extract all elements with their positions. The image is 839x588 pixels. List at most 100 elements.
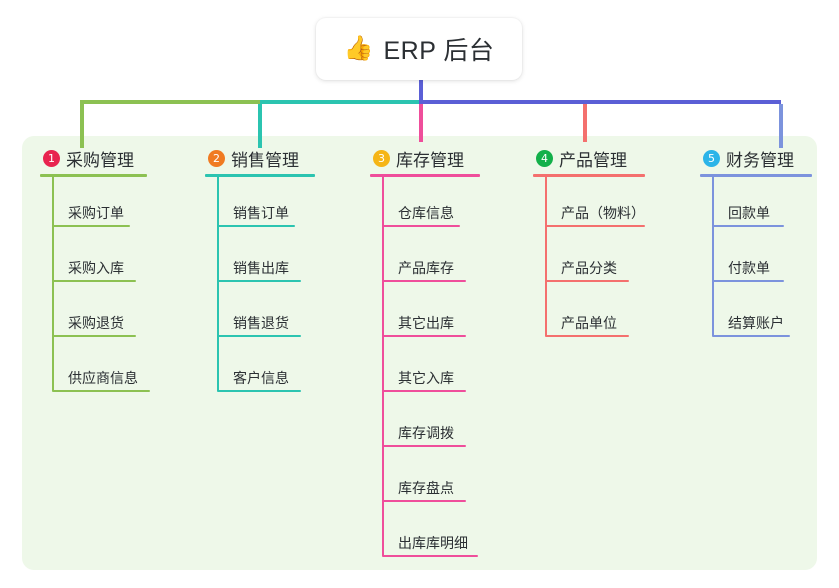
branch-item[interactable]: 库存调拨 [370, 397, 480, 452]
branch-title: 采购管理 [66, 150, 134, 170]
branch-item-label: 销售订单 [233, 205, 289, 221]
drop-connector-5 [779, 104, 783, 148]
branch-item[interactable]: 采购入库 [40, 232, 147, 287]
drop-connector-2 [258, 104, 262, 148]
branch-spine [712, 177, 714, 336]
branch-number-badge: 3 [373, 149, 390, 167]
branch-item[interactable]: 产品（物料） [533, 177, 645, 232]
branch-title: 库存管理 [396, 150, 464, 170]
branch-underline [700, 174, 812, 177]
branch-item-label: 库存盘点 [398, 480, 454, 496]
drop-connector-4 [583, 104, 587, 142]
root-node[interactable]: 👍 ERP 后台 [316, 18, 522, 80]
branch-item[interactable]: 出库库明细 [370, 507, 480, 562]
branch-column-1: 1 采购管理采购订单采购入库采购退货供应商信息 [40, 146, 150, 397]
branch-number-badge: 2 [208, 149, 225, 167]
root-stem-connector [419, 80, 423, 102]
bus-segment-3 [419, 100, 781, 104]
branch-item-underline [712, 280, 784, 282]
drop-connector-3 [419, 104, 423, 142]
branch-item-underline [382, 280, 466, 282]
branch-spine [52, 177, 54, 391]
branch-header-4[interactable]: 4 产品管理 [533, 146, 645, 170]
branch-item-label: 客户信息 [233, 370, 289, 386]
branch-header-1[interactable]: 1 采购管理 [40, 146, 147, 170]
branch-item[interactable]: 其它入库 [370, 342, 480, 397]
branch-header-2[interactable]: 2 销售管理 [205, 146, 315, 170]
bus-segment-1 [80, 100, 260, 104]
branch-item[interactable]: 采购订单 [40, 177, 147, 232]
branch-item[interactable]: 客户信息 [205, 342, 315, 397]
branch-item-underline [382, 500, 466, 502]
branch-item-label: 结算账户 [728, 315, 784, 331]
branch-underline [370, 174, 480, 177]
branch-item[interactable]: 其它出库 [370, 287, 480, 342]
branch-item-list: 销售订单销售出库销售退货客户信息 [205, 177, 315, 397]
branch-item[interactable]: 采购退货 [40, 287, 147, 342]
branch-item[interactable]: 付款单 [700, 232, 812, 287]
branch-header-3[interactable]: 3 库存管理 [370, 146, 480, 170]
branch-item-label: 库存调拨 [398, 425, 454, 441]
bus-segment-2 [260, 100, 424, 104]
drop-connector-1 [80, 104, 84, 148]
branch-underline [40, 174, 147, 177]
branch-column-3: 3 库存管理仓库信息产品库存其它出库其它入库库存调拨库存盘点出库库明细 [370, 146, 480, 562]
branch-item-underline [217, 225, 295, 227]
branch-item[interactable]: 回款单 [700, 177, 812, 232]
branch-underline [205, 174, 315, 177]
branch-item-underline [712, 225, 784, 227]
branch-item-label: 付款单 [728, 260, 770, 276]
branch-spine [217, 177, 219, 391]
branch-item[interactable]: 仓库信息 [370, 177, 480, 232]
branch-title: 销售管理 [231, 150, 299, 170]
branches-panel [22, 136, 817, 570]
branch-item-label: 产品单位 [561, 315, 617, 331]
branch-item-label: 其它入库 [398, 370, 454, 386]
branch-item-label: 销售出库 [233, 260, 289, 276]
branch-item-list: 产品（物料） 产品分类产品单位 [533, 177, 645, 342]
branch-number-badge: 1 [43, 149, 60, 167]
branch-item[interactable]: 库存盘点 [370, 452, 480, 507]
branch-item[interactable]: 产品库存 [370, 232, 480, 287]
branch-item[interactable]: 销售订单 [205, 177, 315, 232]
branch-number-badge: 4 [536, 149, 553, 167]
branch-item-underline [545, 335, 629, 337]
root-title: ERP 后台 [383, 37, 495, 65]
branch-item-underline [217, 390, 301, 392]
branch-underline [533, 174, 645, 177]
branch-item-underline [52, 335, 136, 337]
branch-title: 财务管理 [726, 150, 794, 170]
branch-item-underline [545, 280, 629, 282]
branch-item-underline [52, 225, 130, 227]
branch-item-label: 产品（物料） [561, 205, 645, 221]
branch-column-4: 4 产品管理产品（物料） 产品分类产品单位 [533, 146, 645, 342]
branch-item-label: 采购订单 [68, 205, 124, 221]
branch-item-underline [712, 335, 790, 337]
branch-item-underline [382, 390, 466, 392]
branch-item-underline [382, 225, 460, 227]
branch-item[interactable]: 结算账户 [700, 287, 812, 342]
thumbs-up-icon: 👍 [343, 35, 374, 62]
branch-item[interactable]: 供应商信息 [40, 342, 150, 397]
branch-item[interactable]: 销售出库 [205, 232, 315, 287]
branch-spine [382, 177, 384, 556]
branch-item-underline [217, 335, 301, 337]
branch-item-label: 产品库存 [398, 260, 454, 276]
branch-spine [545, 177, 547, 336]
branch-item-label: 其它出库 [398, 315, 454, 331]
branch-item-list: 仓库信息产品库存其它出库其它入库库存调拨库存盘点出库库明细 [370, 177, 480, 562]
branch-item-underline [545, 225, 645, 227]
branch-item[interactable]: 产品分类 [533, 232, 645, 287]
branch-item-underline [217, 280, 301, 282]
branch-item-label: 产品分类 [561, 260, 617, 276]
branch-item[interactable]: 产品单位 [533, 287, 645, 342]
branch-title: 产品管理 [559, 150, 627, 170]
branch-column-2: 2 销售管理销售订单销售出库销售退货客户信息 [205, 146, 315, 397]
branch-item-label: 回款单 [728, 205, 770, 221]
branch-item[interactable]: 销售退货 [205, 287, 315, 342]
branch-item-list: 回款单付款单结算账户 [700, 177, 812, 342]
branch-item-underline [52, 280, 136, 282]
